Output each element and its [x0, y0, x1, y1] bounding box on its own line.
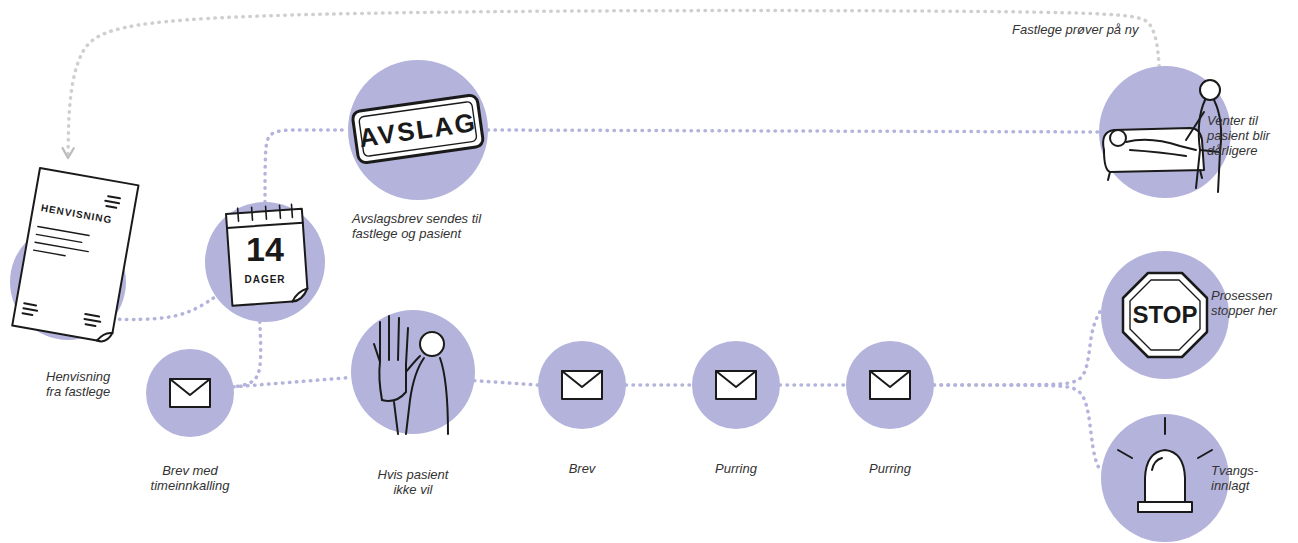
- node-caption: Prosessen stopper her: [1211, 289, 1289, 319]
- step-circle: [1101, 414, 1229, 542]
- letter-heading: HENVISNING: [40, 202, 131, 229]
- sign-text: STOP: [1115, 301, 1215, 329]
- connector-label: Fastlege prøver på ny: [1012, 22, 1138, 37]
- calendar-unit: DAGER: [225, 274, 305, 286]
- node-caption: Hvis pasient ikke vil: [368, 468, 458, 498]
- node-caption: Henvisning fra fastlege: [46, 370, 126, 400]
- step-node: Purring: [846, 341, 934, 429]
- dotted-connector: [626, 383, 692, 387]
- dotted-connector: [780, 383, 846, 387]
- step-node: HENVISNINGHenvisning fra fastlege: [5, 158, 160, 348]
- node-caption: Tvangs- innlagt: [1211, 464, 1275, 494]
- step-circle: [146, 349, 234, 437]
- dotted-connector: [112, 296, 215, 319]
- node-caption: Purring: [840, 462, 940, 477]
- calendar-number: 14: [225, 230, 305, 268]
- node-shape: [846, 341, 934, 429]
- step-circle: [1101, 251, 1229, 379]
- illustration-part: [104, 196, 120, 208]
- dotted-connector: [934, 385, 1101, 472]
- step-node: Purring: [692, 341, 780, 429]
- node-shape: [692, 341, 780, 429]
- step-circle: [846, 341, 934, 429]
- dotted-connector: [265, 130, 348, 202]
- node-shape: [538, 341, 626, 429]
- node-caption: Avslagsbrev sendes til fastlege og pasie…: [352, 212, 502, 242]
- node-caption: Purring: [686, 462, 786, 477]
- step-circle: [351, 310, 475, 434]
- dotted-connector: [474, 381, 538, 385]
- step-node: Venter til pasient blir dårligere: [1099, 66, 1231, 198]
- step-circle: [205, 202, 325, 322]
- step-node: Hvis pasient ikke vil: [351, 310, 475, 434]
- step-node: 14DAGER: [205, 202, 325, 322]
- dotted-connector: [934, 309, 1101, 385]
- node-caption: Brev: [532, 462, 632, 477]
- dotted-connector: [234, 377, 352, 386]
- node-shape: [1101, 414, 1229, 542]
- step-node: Tvangs- innlagt: [1101, 414, 1229, 542]
- step-circle: [10, 224, 126, 340]
- step-circle: [348, 60, 488, 200]
- node-caption: Brev med timeinnkalling: [140, 464, 240, 494]
- step-node: Brev med timeinnkalling: [146, 349, 234, 437]
- node-shape: [5, 158, 160, 348]
- dotted-connector: [488, 130, 1099, 132]
- step-circle: [538, 341, 626, 429]
- illustration-part: [97, 331, 113, 343]
- dotted-connector: [234, 322, 261, 387]
- step-node: Brev: [538, 341, 626, 429]
- connector-group: [68, 11, 1159, 473]
- step-circle: [692, 341, 780, 429]
- node-shape: [351, 310, 475, 434]
- node-caption: Venter til pasient blir dårligere: [1207, 114, 1293, 159]
- dotted-connector: [68, 11, 1159, 158]
- node-shape: [146, 349, 234, 437]
- step-node: STOPProsessen stopper her: [1101, 251, 1229, 379]
- step-node: AVSLAGAvslagsbrev sendes til fastlege og…: [348, 60, 488, 200]
